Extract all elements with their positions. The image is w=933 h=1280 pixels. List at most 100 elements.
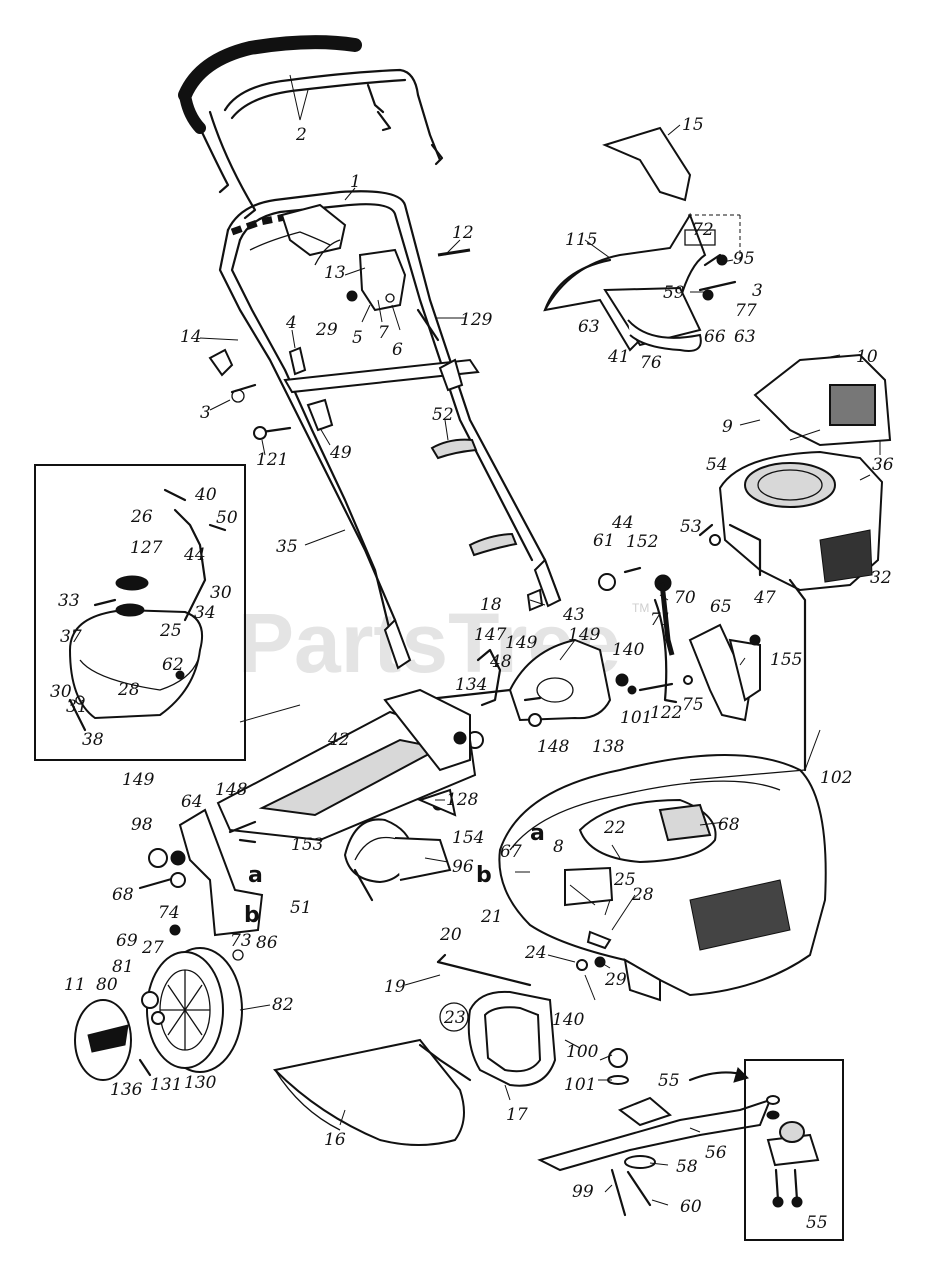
callout-48: 48: [489, 652, 512, 672]
callout-circle-23: [439, 1002, 469, 1032]
callout-53: 53: [680, 517, 702, 537]
callout-36: 36: [872, 455, 894, 475]
callout-20: 20: [439, 925, 462, 945]
callout-152: 152: [626, 532, 658, 552]
transmission-housing: [418, 638, 612, 749]
rear-wheel-assembly: [74, 947, 243, 1081]
callout-122: 122: [650, 703, 682, 723]
callout-58: 58: [676, 1157, 698, 1177]
upper-handle-grip: [178, 35, 444, 220]
rear-door-rod: [436, 953, 532, 987]
callout-54: 54: [706, 455, 728, 475]
callout-7: 7: [378, 323, 389, 343]
callout-64: 64: [181, 792, 203, 812]
callout-99: 99: [572, 1182, 594, 1202]
callout-100: 100: [566, 1042, 599, 1062]
callout-75: 75: [682, 695, 704, 715]
key-letter-a-deck: a: [530, 821, 545, 846]
callout-140-top: 140: [612, 640, 645, 660]
callout-128: 128: [446, 790, 479, 810]
callout-74: 74: [158, 903, 180, 923]
callout-81: 81: [112, 957, 134, 977]
callout-86: 86: [256, 933, 278, 953]
callout-22: 22: [603, 818, 626, 838]
callout-40: 40: [194, 485, 217, 505]
leader-lines: [199, 74, 881, 1206]
callout-149-a: 149: [505, 633, 538, 653]
callout-148-right: 148: [537, 737, 570, 757]
callout-25-deck: 25: [613, 870, 636, 890]
grass-catcher-bag: [272, 1038, 472, 1146]
callout-82: 82: [272, 995, 294, 1015]
callout-28-deck: 28: [631, 885, 654, 905]
callout-14: 14: [180, 327, 202, 347]
callout-32: 32: [870, 568, 892, 588]
callout-65: 65: [710, 597, 732, 617]
callout-138: 138: [592, 737, 625, 757]
callout-68-deck: 68: [718, 815, 740, 835]
callout-8: 8: [553, 837, 564, 857]
callout-11: 11: [64, 975, 86, 995]
callout-50: 50: [216, 508, 238, 528]
callout-67: 67: [500, 842, 522, 862]
callout-18: 18: [480, 595, 502, 615]
callout-31: 31: [66, 697, 88, 717]
callout-136: 136: [110, 1080, 143, 1100]
callout-63-right: 63: [734, 327, 756, 347]
callout-70: 70: [674, 588, 696, 608]
callout-44-right: 44: [611, 513, 634, 533]
callout-60: 60: [680, 1197, 702, 1217]
callout-155: 155: [770, 650, 802, 670]
callout-33: 33: [58, 591, 80, 611]
callout-72: 72: [692, 220, 714, 240]
callout-148-left: 148: [215, 780, 248, 800]
callout-68-left: 68: [112, 885, 134, 905]
callout-43: 43: [562, 605, 585, 625]
callout-13: 13: [324, 263, 346, 283]
key-letter-b-deck: b: [476, 863, 492, 888]
callout-29-deck: 29: [604, 970, 627, 990]
callout-115: 115: [565, 230, 597, 250]
callout-96: 96: [452, 857, 474, 877]
lower-handle-frame: [218, 190, 562, 670]
mower-deck: [498, 578, 827, 1002]
callout-15: 15: [682, 115, 704, 135]
callout-127: 127: [130, 538, 163, 558]
connection-key-letters: a b a b: [244, 821, 545, 928]
callout-2: 2: [295, 125, 307, 145]
callout-52: 52: [432, 405, 454, 425]
engine-assembly: [698, 353, 892, 592]
callout-130: 130: [184, 1073, 217, 1093]
callout-51: 51: [290, 898, 312, 918]
callout-44-inset: 44: [183, 545, 206, 565]
callout-21: 21: [480, 907, 503, 927]
callout-80: 80: [96, 975, 118, 995]
drive-control-parts: [598, 566, 761, 722]
callout-27: 27: [141, 938, 164, 958]
callout-16: 16: [324, 1130, 346, 1150]
callout-9: 9: [722, 417, 733, 437]
callout-23: 23: [443, 1008, 466, 1028]
key-letter-b-left: b: [244, 903, 260, 928]
callout-59: 59: [663, 283, 685, 303]
callout-35: 35: [276, 537, 298, 557]
callout-1: 1: [350, 172, 361, 192]
detail-inset-blade-adapter: [744, 1059, 844, 1241]
callout-56: 56: [705, 1143, 727, 1163]
callout-24: 24: [524, 943, 547, 963]
callout-4: 4: [285, 313, 297, 333]
callout-12: 12: [452, 223, 474, 243]
callout-55-inset: 55: [806, 1213, 828, 1233]
callout-121: 121: [256, 450, 288, 470]
mower-blade: [537, 1048, 772, 1217]
callout-69: 69: [116, 931, 138, 951]
callout-154: 154: [452, 828, 484, 848]
callout-29-top: 29: [315, 320, 338, 340]
callout-131: 131: [150, 1075, 182, 1095]
callout-3-top: 3: [752, 281, 763, 301]
blade-adapter-pulley: [343, 818, 452, 902]
callout-26: 26: [130, 507, 153, 527]
callout-37: 37: [60, 627, 82, 647]
callout-3-left: 3: [200, 403, 211, 423]
